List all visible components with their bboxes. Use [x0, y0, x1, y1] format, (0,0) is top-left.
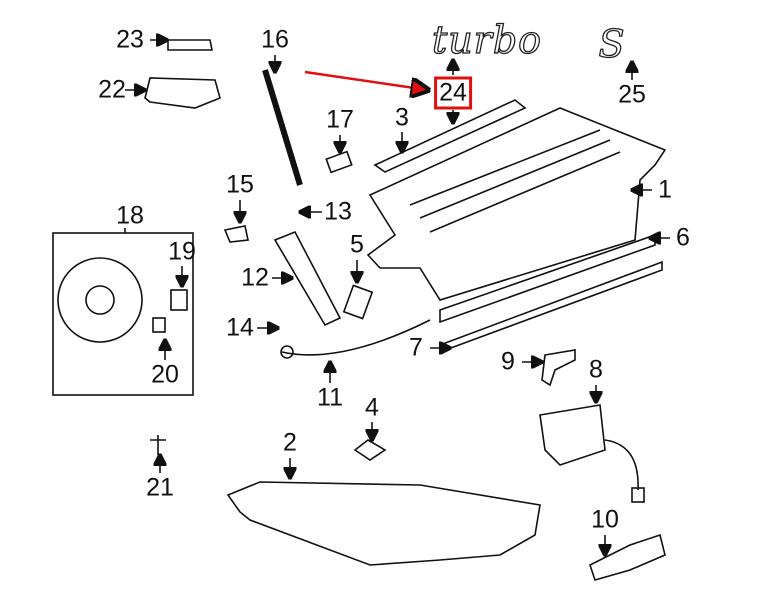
s-badge: S [598, 21, 626, 66]
callout-11: 11 [317, 383, 343, 412]
turbo-badge: turbo [431, 17, 543, 62]
callout-12: 12 [241, 263, 269, 292]
callout-5: 5 [350, 230, 364, 259]
callout-14: 14 [226, 313, 254, 342]
callout-9: 9 [501, 347, 515, 376]
callout-8: 8 [589, 355, 603, 384]
deck-lid [366, 107, 667, 301]
callout-6: 6 [676, 223, 690, 252]
fan-box [52, 232, 194, 396]
spoiler-bracket [373, 99, 527, 173]
callout-13: 13 [324, 197, 352, 226]
callout-18: 18 [116, 201, 144, 230]
callout-20: 20 [151, 360, 179, 389]
callout-7: 7 [409, 333, 423, 362]
callout-1: 1 [658, 175, 672, 204]
callout-15: 15 [226, 170, 254, 199]
callout-17: 17 [326, 105, 354, 134]
callout-22: 22 [98, 75, 126, 104]
seal-strip [439, 233, 656, 324]
trunk-tray [226, 481, 541, 566]
callout-16: 16 [261, 25, 289, 54]
callout-24-highlighted: 24 [434, 76, 472, 110]
callout-23: 23 [116, 25, 144, 54]
callout-10: 10 [591, 505, 619, 534]
red-pointer-arrow [304, 70, 428, 90]
callout-2: 2 [283, 428, 297, 457]
callout-19: 19 [168, 237, 196, 266]
callout-21: 21 [146, 473, 174, 502]
callout-25: 25 [618, 80, 646, 109]
gas-strut [262, 69, 303, 186]
callout-3: 3 [395, 103, 409, 132]
callout-4: 4 [365, 393, 379, 422]
